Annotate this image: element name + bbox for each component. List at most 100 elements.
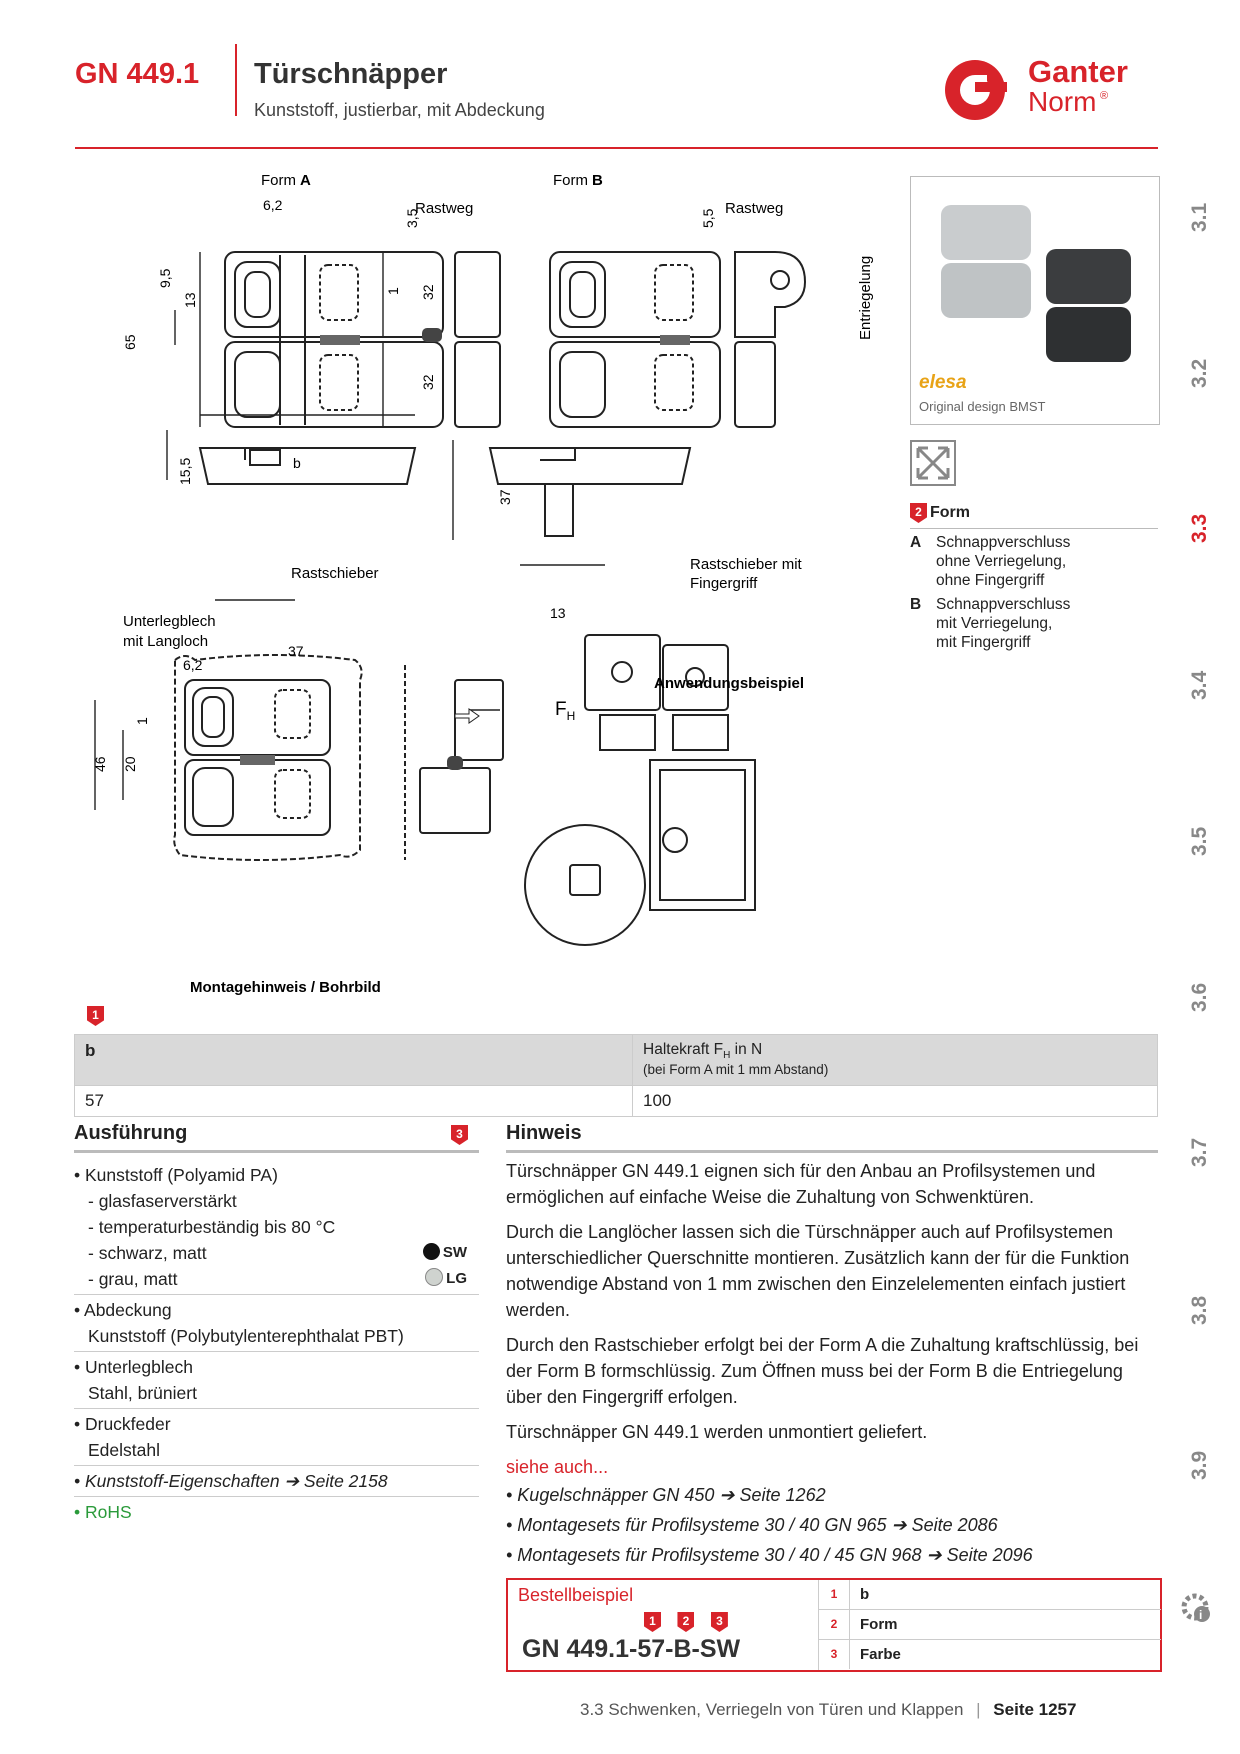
- dim-1-a: 1: [385, 287, 401, 295]
- side-tab-3-3[interactable]: 3.3: [1188, 513, 1211, 543]
- brand-top: Ganter: [1028, 54, 1128, 89]
- montage-label: Montagehinweis / Bohrbild: [190, 979, 381, 996]
- rastweg-a-label: Rastweg: [415, 200, 473, 217]
- grey-dot-icon: [425, 1268, 444, 1286]
- dim-13-b: 13: [550, 605, 566, 621]
- dim-5-5: 5,5: [700, 208, 716, 228]
- table-header-b: b: [74, 1033, 633, 1087]
- spring-material: Edelstahl: [88, 1440, 160, 1460]
- material-sub-3: - schwarz, matt SW: [74, 1240, 479, 1266]
- color-code-lg: LG: [425, 1266, 467, 1292]
- ganter-norm-logo: Ganter Norm ®: [940, 52, 1160, 132]
- dim-32-top: 32: [420, 284, 436, 300]
- ausfuehrung-rule: [74, 1150, 479, 1153]
- entriegelung-label: Entriegelung: [857, 256, 874, 340]
- see-also-link-1[interactable]: • Kugelschnäpper GN 450 ➔ Seite 1262: [506, 1485, 826, 1505]
- hinweis-body: Türschnäpper GN 449.1 eignen sich für de…: [506, 1158, 1158, 1570]
- product-code: GN 449.1: [75, 58, 200, 90]
- dim-3-5: 3,5: [404, 208, 420, 228]
- form-a-desc: Schnappverschluss ohne Verriegelung, ohn…: [936, 534, 1071, 589]
- rastschieber-label: Rastschieber: [291, 565, 379, 582]
- order-legend-row: 1 b: [819, 1580, 1161, 1610]
- form-rule: [910, 528, 1158, 529]
- ausfuehrung-title: Ausführung: [74, 1122, 188, 1144]
- side-tab-3-1[interactable]: 3.1: [1188, 202, 1211, 232]
- unterlegblech-label-2: mit Langloch: [123, 633, 208, 650]
- order-badges: 1 2 3: [644, 1612, 728, 1632]
- form-b-key: B: [910, 596, 922, 613]
- form-heading: Form: [930, 504, 970, 521]
- svg-text:i: i: [1199, 1608, 1202, 1622]
- dim-32-bottom: 32: [420, 374, 436, 390]
- dim-15-5: 15,5: [177, 458, 193, 485]
- form-badge: 2: [910, 503, 927, 523]
- force-label: FH: [555, 699, 575, 723]
- dim-37-b: 37: [497, 489, 513, 505]
- table-row: 57 100: [74, 1085, 1158, 1118]
- product-photo: elesa Original design BMST: [910, 176, 1160, 425]
- spring-item: • Druckfeder: [74, 1414, 171, 1434]
- ausfuehrung-list: • Kunststoff (Polyamid PA) - glasfaserve…: [74, 1160, 479, 1527]
- rohs-item: • RoHS: [74, 1502, 132, 1522]
- table-badge: 1: [87, 1006, 104, 1026]
- table-cell-b: 57: [74, 1085, 633, 1118]
- ganter-logo-icon: [945, 60, 1007, 120]
- adjustable-icon: [910, 440, 956, 486]
- dim-65: 65: [122, 334, 138, 350]
- dim-b: b: [293, 455, 301, 471]
- form-b-desc: Schnappverschluss mit Verriegelung, mit …: [936, 596, 1071, 651]
- dim-1-montage: 1: [134, 717, 150, 725]
- page-subtitle: Kunststoff, justierbar, mit Abdeckung: [254, 100, 545, 120]
- material-sub-4: - grau, matt LG: [74, 1266, 479, 1292]
- properties-link[interactable]: • Kunststoff-Eigenschaften ➔ Seite 2158: [74, 1466, 479, 1497]
- see-also-link-3[interactable]: • Montagesets für Profilsysteme 30 / 40 …: [506, 1545, 1033, 1565]
- configurator-gear-icon[interactable]: i: [1178, 1590, 1214, 1626]
- elesa-logo: elesa: [919, 372, 967, 393]
- plate-item: • Unterlegblech: [74, 1357, 193, 1377]
- dim-37-montage: 37: [288, 643, 304, 659]
- side-tab-3-6[interactable]: 3.6: [1188, 982, 1211, 1012]
- header-divider: [235, 44, 237, 116]
- footer-section: 3.3 Schwenken, Verriegeln von Türen und …: [580, 1700, 964, 1719]
- table-cell-force: 100: [632, 1085, 1158, 1118]
- order-title: Bestellbeispiel: [518, 1585, 634, 1605]
- order-legend-row: 2 Form: [819, 1610, 1161, 1640]
- rastweg-b-label: Rastweg: [725, 200, 783, 217]
- brand-registered: ®: [1100, 90, 1109, 102]
- dim-46: 46: [92, 756, 108, 772]
- black-dot-icon: [422, 1243, 440, 1260]
- dim-13-a: 13: [182, 292, 198, 308]
- hinweis-paragraph-2: Durch die Langlöcher lassen sich die Tür…: [506, 1222, 1130, 1320]
- page-title: Türschnäpper: [254, 58, 448, 90]
- side-tab-3-9[interactable]: 3.9: [1188, 1450, 1211, 1480]
- side-tab-3-8[interactable]: 3.8: [1188, 1295, 1211, 1325]
- hinweis-paragraph-4: Türschnäpper GN 449.1 werden unmontiert …: [506, 1422, 928, 1442]
- brand-bottom: Norm: [1028, 86, 1097, 117]
- rastschieber-finger-label-1: Rastschieber mit: [690, 556, 803, 573]
- side-tab-3-5[interactable]: 3.5: [1188, 826, 1211, 856]
- spec-table: b Haltekraft FH in N (bei Form A mit 1 m…: [74, 1033, 1158, 1118]
- cover-material: Kunststoff (Polybutylenterephthalat PBT): [88, 1326, 404, 1346]
- table-header-force: Haltekraft FH in N (bei Form A mit 1 mm …: [632, 1033, 1158, 1087]
- unterlegblech-label-1: Unterlegblech: [123, 613, 216, 630]
- dim-6-2-montage: 6,2: [183, 657, 203, 673]
- hinweis-paragraph-3: Durch den Rastschieber erfolgt bei der F…: [506, 1335, 1139, 1407]
- footer: 3.3 Schwenken, Verriegeln von Türen und …: [580, 1700, 1076, 1720]
- side-tab-3-4[interactable]: 3.4: [1188, 670, 1211, 700]
- dim-6-2-a: 6,2: [263, 197, 283, 213]
- ausfuehrung-badge: 3: [451, 1125, 468, 1145]
- order-example: Bestellbeispiel 1 2 3 GN 449.1-57-B-SW 1…: [506, 1578, 1162, 1672]
- hinweis-paragraph-1: Türschnäpper GN 449.1 eignen sich für de…: [506, 1161, 1096, 1207]
- header-rule: [75, 147, 1158, 149]
- footer-separator: |: [976, 1700, 981, 1719]
- order-badge-2: 2: [677, 1612, 695, 1632]
- order-legend: 1 b 2 Form 3 Farbe: [818, 1580, 1161, 1670]
- see-also-label: siehe auch...: [506, 1457, 609, 1477]
- color-code-sw: SW: [422, 1240, 467, 1266]
- see-also-link-2[interactable]: • Montagesets für Profilsysteme 30 / 40 …: [506, 1515, 998, 1535]
- side-tab-3-7[interactable]: 3.7: [1188, 1137, 1211, 1167]
- side-tab-3-2[interactable]: 3.2: [1188, 358, 1211, 388]
- anwendung-label: Anwendungsbeispiel: [654, 675, 804, 692]
